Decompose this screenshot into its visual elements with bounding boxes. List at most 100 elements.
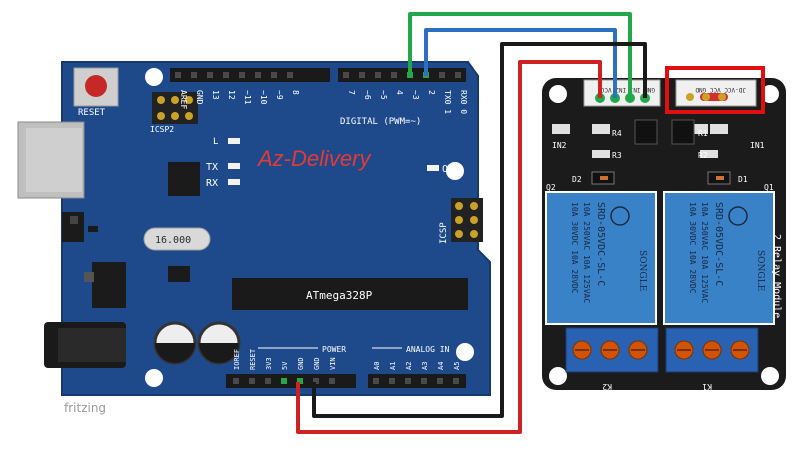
power-analog-pin-label: A0 bbox=[373, 362, 381, 370]
digital-pin[interactable] bbox=[391, 72, 397, 78]
usb-chip bbox=[168, 162, 200, 196]
icsp2-header bbox=[152, 92, 198, 124]
mounting-hole bbox=[456, 343, 474, 361]
digital-pin-label: 13 bbox=[211, 90, 220, 100]
digital-pin[interactable] bbox=[175, 72, 181, 78]
analog-header bbox=[368, 374, 466, 388]
digital-pin[interactable] bbox=[359, 72, 365, 78]
ref-d2: D2 bbox=[572, 175, 582, 184]
power-analog-pin[interactable] bbox=[453, 378, 459, 384]
power-analog-pin[interactable] bbox=[329, 378, 335, 384]
digital-pin[interactable] bbox=[287, 72, 293, 78]
digital-pin[interactable] bbox=[207, 72, 213, 78]
relay-k1-model: SRD-05VDC-SL-C bbox=[713, 202, 724, 286]
digital-pin-label: 12 bbox=[227, 90, 236, 100]
relay-k1-brand: SONGLE bbox=[755, 250, 765, 291]
power-analog-pin[interactable] bbox=[405, 378, 411, 384]
digital-pin-label: ~10 bbox=[259, 90, 268, 105]
l-led bbox=[228, 138, 240, 144]
relay-mounting-hole bbox=[761, 367, 779, 385]
wire-green-d3-in2[interactable] bbox=[408, 12, 632, 98]
digital-pin-label: 8 bbox=[291, 90, 300, 95]
jumper-label: JD-VCC VCC GND bbox=[695, 86, 746, 93]
analog-label: ANALOG IN bbox=[406, 345, 450, 354]
relay-k2-model: SRD-05VDC-SL-C bbox=[595, 202, 606, 286]
power-analog-pin[interactable] bbox=[297, 378, 303, 384]
relay-k1: SRD-05VDC-SL-C 10A 250VAC 10A 125VAC 10A… bbox=[663, 191, 775, 325]
power-analog-pin[interactable] bbox=[313, 378, 319, 384]
wires bbox=[296, 12, 647, 434]
led-in2 bbox=[552, 124, 570, 134]
icsp-label: ICSP bbox=[439, 222, 449, 244]
crystal bbox=[143, 227, 211, 251]
crystal-label: 16.000 bbox=[155, 235, 191, 246]
relay-k2: SRD-05VDC-SL-C 10A 250VAC 10A 125VAC 10A… bbox=[545, 191, 657, 325]
digital-pin-label: TX0 1 bbox=[443, 90, 452, 114]
digital-header-left bbox=[170, 68, 330, 82]
ref-k1: K1 bbox=[702, 382, 712, 391]
relay-mounting-hole bbox=[549, 367, 567, 385]
digital-pin-label: 4 bbox=[395, 90, 404, 95]
relay-module: GND IN1 IN2 VCC JD-VCC VCC GND R4 R1 R3 … bbox=[542, 66, 786, 391]
power-analog-pin[interactable] bbox=[437, 378, 443, 384]
ref-in2: IN2 bbox=[552, 141, 567, 150]
digital-pin[interactable] bbox=[191, 72, 197, 78]
ref-q1: Q1 bbox=[764, 183, 774, 192]
power-analog-pin[interactable] bbox=[389, 378, 395, 384]
power-analog-pin[interactable] bbox=[249, 378, 255, 384]
power-analog-pin-label: A5 bbox=[453, 362, 461, 370]
ref-in1: IN1 bbox=[750, 141, 765, 150]
power-analog-pin[interactable] bbox=[281, 378, 287, 384]
reset-icon bbox=[85, 75, 107, 97]
digital-pin[interactable] bbox=[343, 72, 349, 78]
relay-k2-brand: SONGLE bbox=[637, 250, 647, 291]
relay-k1-rating1: 10A 250VAC 10A 125VAC bbox=[700, 202, 709, 303]
digital-pin-label: ~5 bbox=[379, 90, 388, 100]
power-analog-pin[interactable] bbox=[421, 378, 427, 384]
mcu-label: ATmega328P bbox=[306, 289, 373, 302]
mounting-hole bbox=[446, 162, 464, 180]
digital-pin[interactable] bbox=[455, 72, 461, 78]
led-in1 bbox=[710, 124, 728, 134]
jumper-highlight-box bbox=[665, 66, 765, 114]
digital-pin[interactable] bbox=[439, 72, 445, 78]
digital-pin[interactable] bbox=[255, 72, 261, 78]
mounting-hole bbox=[145, 68, 163, 86]
l-label: L bbox=[213, 137, 218, 147]
power-label: POWER bbox=[322, 345, 346, 354]
digital-pin-label: 2 bbox=[427, 90, 436, 95]
icsp2-label: ICSP2 bbox=[150, 125, 174, 134]
digital-pin[interactable] bbox=[375, 72, 381, 78]
digital-pin[interactable] bbox=[239, 72, 245, 78]
ref-d1: D1 bbox=[738, 175, 748, 184]
tx-led bbox=[228, 163, 240, 169]
digital-pin-label: ~3 bbox=[411, 90, 420, 100]
digital-header-right bbox=[338, 68, 466, 82]
power-analog-pin-label: IOREF bbox=[233, 349, 241, 370]
wire-black-gnd[interactable] bbox=[312, 42, 647, 418]
relay-mounting-hole bbox=[761, 85, 779, 103]
module-label: 2 Relay Module bbox=[771, 234, 782, 318]
power-analog-pin-label: GND bbox=[297, 357, 305, 370]
digital-pin[interactable] bbox=[271, 72, 277, 78]
ref-r2: R2 bbox=[698, 151, 708, 160]
reset-label: RESET bbox=[78, 108, 106, 118]
mounting-hole bbox=[145, 369, 163, 387]
wire-red-5v[interactable] bbox=[296, 60, 602, 434]
wire-blue-d2-in1[interactable] bbox=[424, 28, 617, 98]
power-analog-pin[interactable] bbox=[265, 378, 271, 384]
brand-logo: Az-Delivery bbox=[256, 146, 372, 171]
power-analog-pin-label: 3V3 bbox=[265, 357, 273, 370]
digital-pin-label: ~11 bbox=[243, 90, 252, 105]
relay-mounting-hole bbox=[549, 85, 567, 103]
power-analog-pin[interactable] bbox=[233, 378, 239, 384]
power-analog-pin-label: A1 bbox=[389, 362, 397, 370]
power-analog-pin-label: RESET bbox=[249, 348, 257, 370]
power-analog-pin[interactable] bbox=[373, 378, 379, 384]
digital-pin[interactable] bbox=[223, 72, 229, 78]
digital-pin-label: ~6 bbox=[363, 90, 372, 100]
small-ic bbox=[168, 266, 190, 282]
digital-pin-label: 7 bbox=[347, 90, 356, 95]
